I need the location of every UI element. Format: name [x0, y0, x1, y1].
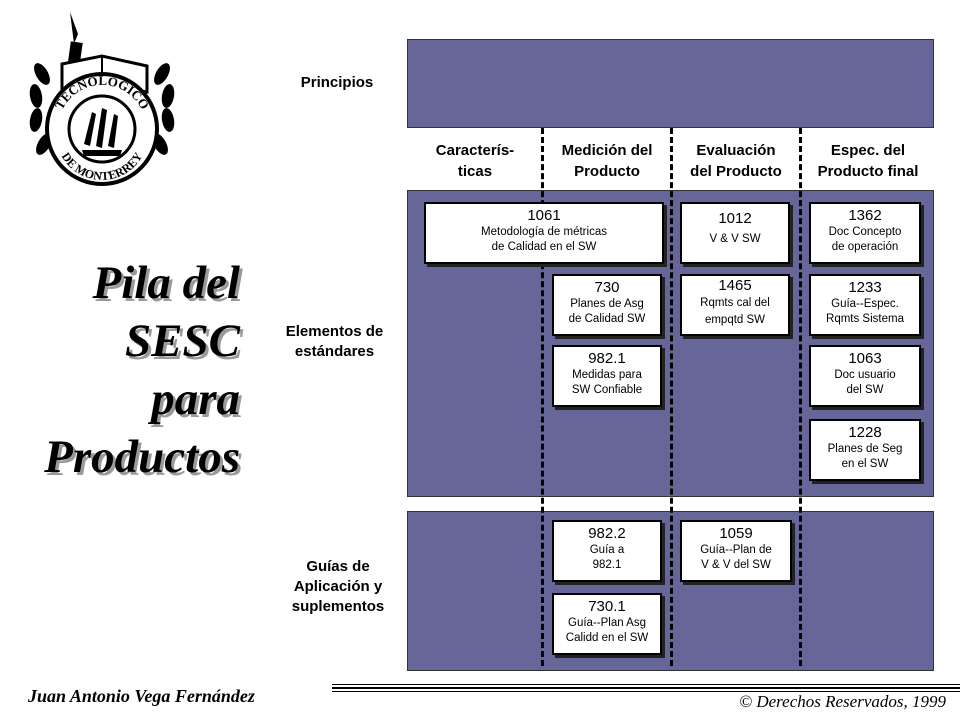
standard-box-730: 730 Planes de Asg de Calidad SW [552, 274, 662, 336]
standard-number: 730 [594, 279, 620, 296]
standard-description: Metodología de métricas de Calidad en el… [481, 226, 607, 253]
standard-box-1465: 1465 Rqmts cal del empqtd SW [680, 274, 790, 336]
row-label-guias: Guías de Aplicación y suplementos [291, 558, 385, 615]
column-header-espec: Espec. del Producto final [817, 142, 919, 180]
standard-box-1063: 1063 Doc usuario del SW [809, 345, 921, 407]
page-title: Pila del SESC para Productos [20, 254, 240, 486]
standard-box-1059: 1059 Guía--Plan de V & V del SW [680, 520, 792, 582]
column-separator [541, 128, 544, 666]
standard-box-1233: 1233 Guía--Espec. Rqmts Sistema [809, 274, 921, 336]
copyright-notice: © Derechos Reservados, 1999 [739, 692, 946, 711]
standard-number: 1012 [718, 210, 752, 227]
standard-box-730-1: 730.1 Guía--Plan Asg Calidd en el SW [552, 593, 662, 655]
standard-number: 1061 [527, 207, 561, 224]
standard-box-982-2: 982.2 Guía a 982.1 [552, 520, 662, 582]
tec-monterrey-logo: TECNOLOGICO DE MONTERREY [22, 4, 182, 194]
standard-description: Medidas para SW Confiable [571, 369, 643, 396]
row-label-elementos: Elementos de estándares [285, 323, 384, 360]
standard-description: Doc usuario del SW [834, 369, 896, 396]
column-header-medicion: Medición del Producto [561, 142, 653, 180]
standard-number: 1228 [848, 424, 882, 441]
column-separator [799, 128, 802, 666]
standard-description: V & V SW [709, 233, 761, 245]
standard-description: Planes de Seg en el SW [827, 443, 903, 470]
standard-description: Planes de Asg de Calidad SW [568, 298, 646, 325]
standard-box-982-1: 982.1 Medidas para SW Confiable [552, 345, 662, 407]
standard-description: Guía--Espec. Rqmts Sistema [826, 298, 904, 325]
standard-description: Doc Concepto de operación [828, 226, 902, 253]
principios-panel [407, 39, 934, 128]
footer-rule [332, 691, 960, 692]
title-line: para [151, 373, 240, 425]
standard-description: Guía--Plan Asg Calidd en el SW [565, 617, 649, 644]
footer-rule [332, 687, 960, 689]
title-line: Pila del [92, 257, 241, 309]
standard-number: 982.2 [588, 525, 626, 542]
standard-number: 1362 [848, 207, 882, 224]
standard-number: 730.1 [588, 598, 626, 615]
footer-rule [332, 684, 960, 685]
standard-description: Rqmts cal del empqtd SW [700, 297, 770, 326]
author-name: Juan Antonio Vega Fernández [28, 686, 255, 706]
standard-number: 1059 [719, 525, 753, 542]
row-label-principios: Principios [300, 74, 374, 91]
standard-number: 1465 [718, 277, 752, 294]
title-line: Productos [44, 431, 240, 483]
standard-box-1228: 1228 Planes de Seg en el SW [809, 419, 921, 481]
standard-description: Guía--Plan de V & V del SW [700, 544, 772, 571]
standard-box-1012: 1012 V & V SW [680, 202, 790, 264]
column-header-evaluacion: Evaluación del Producto [690, 142, 782, 180]
standard-box-1362: 1362 Doc Concepto de operación [809, 202, 921, 264]
column-header-caracteristicas: Caracterís- ticas [435, 142, 515, 180]
standard-number: 982.1 [588, 350, 626, 367]
standard-description: Guía a 982.1 [589, 544, 625, 571]
title-line: SESC [125, 315, 240, 367]
standard-box-1061: 1061 Metodología de métricas de Calidad … [424, 202, 664, 264]
column-separator [670, 128, 673, 666]
standard-number: 1063 [848, 350, 882, 367]
standard-number: 1233 [848, 279, 882, 296]
